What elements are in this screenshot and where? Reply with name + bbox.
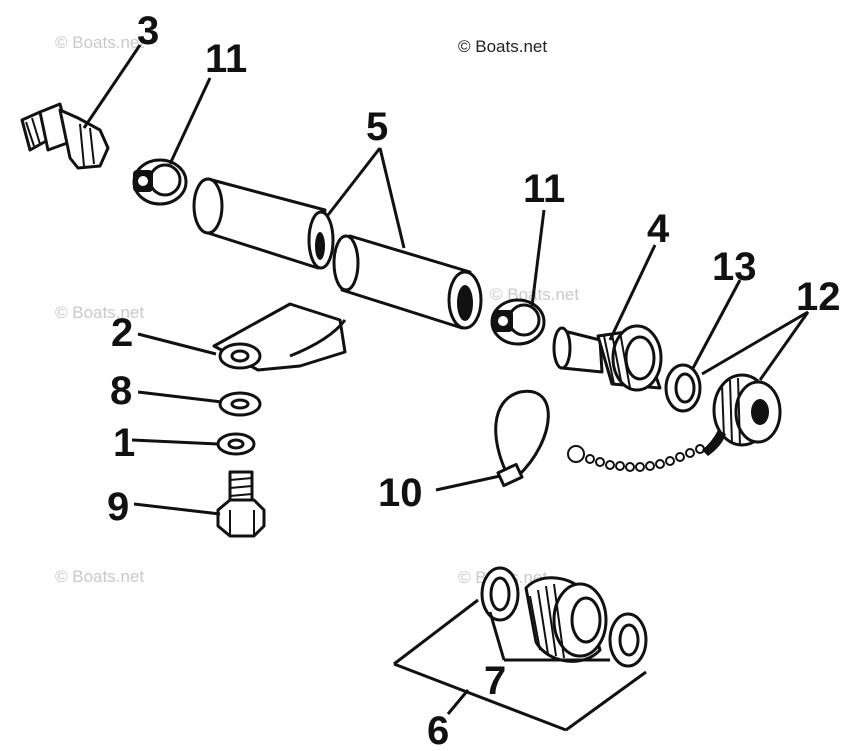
tie-strap-10 (494, 389, 550, 488)
callout-13: 13 (712, 245, 757, 289)
watermark-faint: © Boats.net (55, 303, 144, 322)
connector-body-4 (552, 324, 663, 392)
lockwasher-1 (216, 432, 256, 456)
hose-clamp-11-top (132, 158, 188, 206)
cap-with-chain-12 (702, 373, 782, 456)
hose-clamp-11-right (490, 298, 546, 346)
callout-7: 7 (484, 659, 506, 703)
callout-11-top: 11 (205, 37, 247, 81)
callout-6: 6 (427, 709, 449, 751)
bolt-9 (216, 470, 266, 538)
coupling-assembly-6 (480, 566, 648, 668)
watermark-main: © Boats.net (458, 37, 547, 56)
callout-11-right: 11 (523, 167, 565, 211)
callout-5: 5 (366, 105, 388, 149)
watermark-faint: © Boats.net (55, 567, 144, 586)
leader-lines (82, 44, 810, 732)
callout-9: 9 (107, 485, 129, 529)
callout-10: 10 (378, 471, 423, 515)
clip-2 (212, 302, 347, 372)
callout-12: 12 (796, 275, 841, 319)
washer-8 (218, 391, 262, 417)
hose-fitting-3 (20, 102, 110, 170)
watermark-faint: © Boats.net (55, 33, 144, 52)
cap-chain (567, 444, 705, 472)
callout-3: 3 (137, 9, 159, 53)
callout-4: 4 (647, 207, 670, 251)
callout-8: 8 (110, 369, 132, 413)
callout-1: 1 (113, 421, 135, 465)
hose-5a (192, 177, 335, 270)
callout-2: 2 (111, 311, 133, 355)
hose-5b (332, 234, 483, 330)
o-ring-13 (664, 363, 702, 413)
